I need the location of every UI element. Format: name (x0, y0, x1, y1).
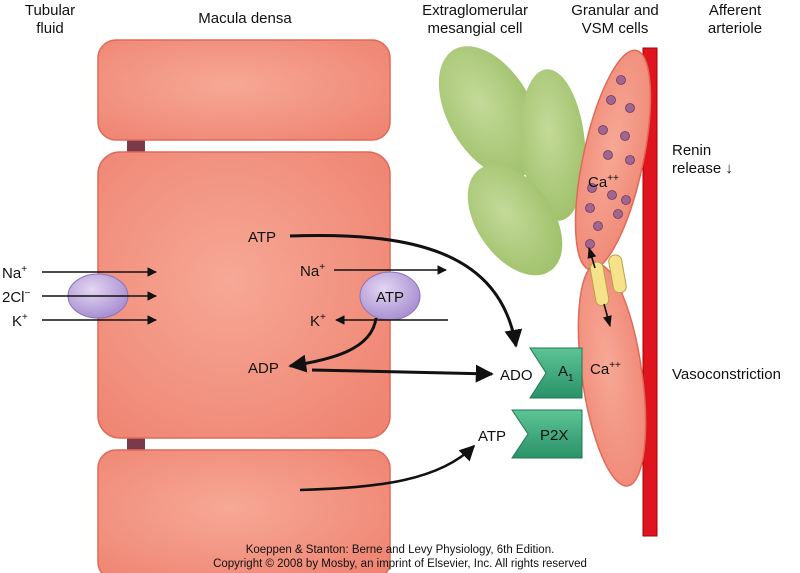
atp-hydrolysis-arrow (288, 317, 378, 373)
renin-granule (593, 221, 603, 231)
atp-release-arrow (299, 444, 476, 492)
macula-densa-cell-top (97, 39, 391, 141)
renin-granule (603, 150, 613, 160)
label-vasoconstriction: Vasoconstriction (672, 366, 781, 383)
renin-granule (607, 190, 617, 200)
renin-granule (606, 95, 616, 105)
renin-granule (613, 209, 623, 219)
renin-granule (585, 203, 595, 213)
p2x-receptor (511, 409, 583, 459)
renin-granule (598, 125, 608, 135)
label-k-left: K+ (12, 312, 28, 330)
gap-junction-channel (589, 261, 610, 307)
label-cl-left: 2Cl− (2, 288, 31, 306)
renin-granules (585, 75, 635, 249)
header-macula-densa: Macula densa (198, 10, 292, 27)
renin-granule (620, 131, 630, 141)
macula-densa-cell-main (97, 151, 391, 439)
label-atp-top: ATP (248, 229, 276, 246)
header-granular-vsm: Granular and VSM cells (571, 2, 659, 37)
ca-flux-arrow (587, 246, 597, 269)
renin-granule (585, 239, 595, 249)
mesangial-cell-2 (520, 69, 586, 221)
label-atp-bottom: ATP (478, 428, 506, 445)
label-ca-granular: Ca++ (588, 173, 619, 191)
label-a1-receptor: A1 (558, 363, 574, 384)
label-ado: ADO (500, 367, 533, 384)
renin-granule (625, 103, 635, 113)
mesangial-cell-1 (438, 46, 542, 178)
renin-granule (625, 155, 635, 165)
gap-junction-channels (589, 254, 627, 307)
label-na-left: Na+ (2, 264, 27, 282)
label-ca-vsm: Ca++ (590, 360, 621, 378)
atp-to-ado-arrow (289, 234, 523, 348)
gap-junction-channel (608, 254, 627, 294)
afferent-arteriole (642, 47, 658, 537)
macula-densa-cell-bottom (97, 449, 391, 573)
label-atpase: ATP (376, 289, 404, 306)
renin-granule (616, 75, 626, 85)
renin-granule (621, 195, 631, 205)
header-mesangial-cell: Extraglomerular mesangial cell (422, 2, 528, 37)
adp-to-ado-arrow (311, 364, 494, 383)
a1-receptor (529, 347, 583, 399)
label-renin-release: Renin release ↓ (672, 142, 733, 177)
mesangial-cell-3 (467, 164, 563, 276)
ca-flux-arrow (603, 303, 612, 328)
credit-line-2: Copyright © 2008 by Mosby, an imprint of… (213, 558, 587, 570)
header-afferent-arteriole: Afferent arteriole (707, 2, 763, 37)
renin-granule (587, 183, 597, 193)
label-adp: ADP (248, 360, 279, 377)
credit-line-1: Koeppen & Stanton: Berne and Levy Physio… (245, 544, 555, 556)
label-na-right: Na+ (300, 262, 325, 280)
header-tubular-fluid: Tubular fluid (24, 2, 76, 37)
label-p2x-receptor: P2X (540, 427, 568, 444)
tight-junction-bottom (127, 434, 145, 454)
label-k-right: K+ (310, 312, 326, 330)
